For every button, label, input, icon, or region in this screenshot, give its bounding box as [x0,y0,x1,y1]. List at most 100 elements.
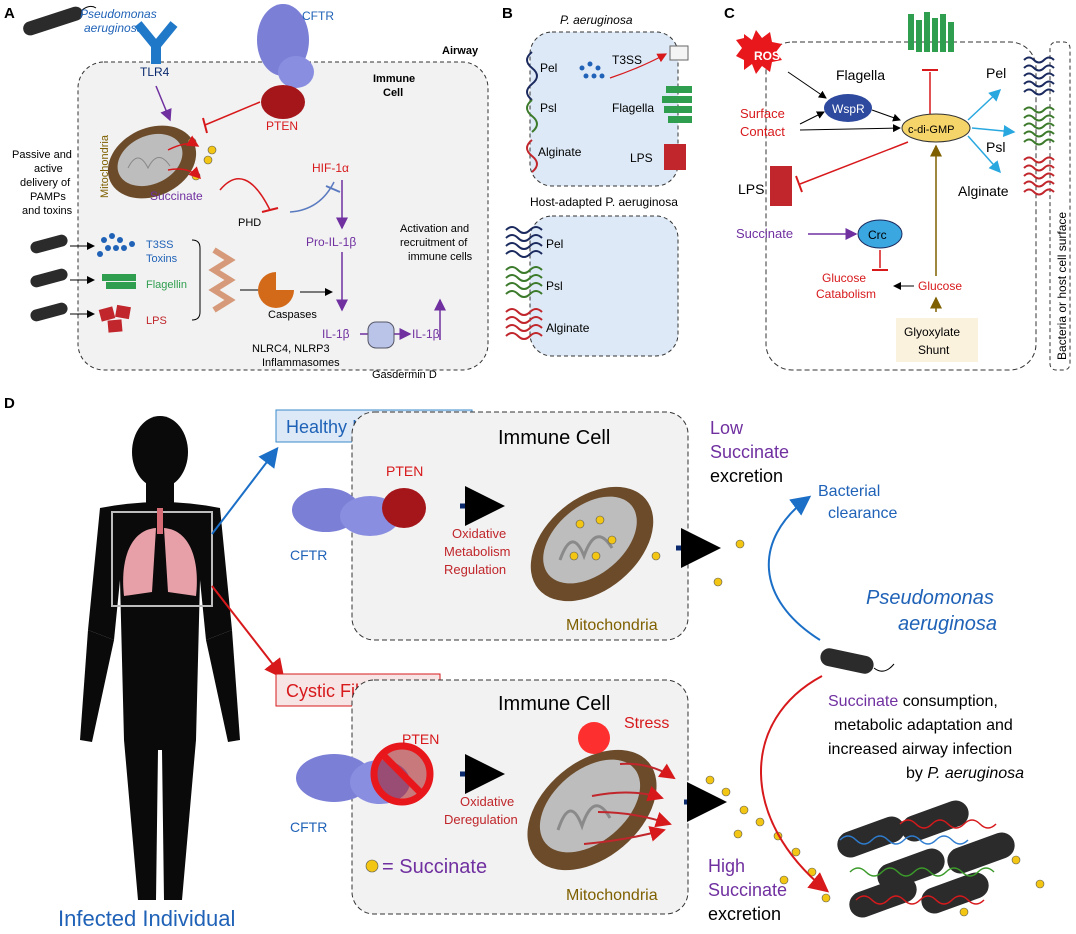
c-succinate: Succinate [736,226,793,241]
caspase-icon [258,272,294,308]
c-psl: Psl [986,139,1005,155]
clearance-arrow [767,495,821,641]
cftr-bottom: CFTR [290,819,327,835]
cftr-protein-top [292,488,400,536]
mito-release-arrow-1 [167,135,200,151]
inflammasomes-label-2: Inflammasomes [262,357,340,369]
tlr4-receptor-icon [134,21,178,64]
c-alginate: Alginate [958,183,1009,199]
t3ss-dots-icon [97,233,135,257]
pro-il-label: Pro-IL-1β [306,235,356,249]
b-title-top: P. aeruginosa [560,13,633,27]
wspr-cdigmp-arrow [871,109,901,122]
stress-burst-icon [578,722,610,754]
lungs-icon [123,508,197,596]
lps-icon-c [770,166,792,206]
glyoxylate-2: Shunt [918,343,950,357]
b-title-bottom: Host-adapted P. aeruginosa [530,195,678,209]
alginate-waves-c [1023,156,1055,196]
hif-label: HIF-1α [312,161,349,175]
pten-bottom: PTEN [402,731,439,747]
lps-icon-a [98,304,131,333]
pel-wave-b1 [526,51,538,101]
cf-release-arrows [583,762,676,845]
c-flagella: Flagella [836,67,885,83]
mitochondria-label-a: Mitochondria [99,134,111,198]
cdigmp-lps-inhibit [799,141,909,185]
il-outer-label: IL-1β [412,327,440,341]
passive-text-1: Passive and [12,149,72,161]
flagella-icon-b [662,86,692,123]
succinate-label-a: Succinate [150,189,203,203]
pten-inhibit-bar [202,117,208,134]
surface-contact-1: Surface [740,106,785,121]
b-pel-2: Pel [546,237,563,251]
cdigmp-node [901,113,971,143]
consumption-line-3: increased airway infection [828,741,1012,758]
ros-burst-icon [736,30,782,74]
activation-text-1: Activation and [400,223,469,235]
b-psl: Psl [540,101,557,115]
panel-d-label: D [4,395,15,412]
infection-arrow [760,675,830,893]
oxidative-bottom-2: Deregulation [444,812,518,827]
panel-a-label: A [4,5,15,22]
panel-c-label: C [724,5,735,22]
c-pel: Pel [986,65,1006,81]
crc-node [857,219,903,249]
immune-cell-label-a2: Cell [383,87,403,99]
tlr4-arrow [155,85,172,122]
low-succinate-2: Succinate [710,442,789,462]
phd-label: PHD [238,217,261,229]
b-lps: LPS [630,151,653,165]
pamp-bracket [191,239,201,321]
inflammasomes-label-1: NLRC4, NLRP3 [252,343,330,355]
mitochondria-top-icon [530,486,654,602]
passive-text-3: delivery of [20,177,71,189]
b-t3ss: T3SS [612,53,642,67]
glucose-catabolism-2: Catabolism [816,287,876,301]
tlr4-label: TLR4 [140,65,170,79]
no-pten-icon [370,742,434,806]
inflammasome-icon [208,247,236,313]
cftr-protein-icon [257,4,314,88]
flagella-icon-c [908,12,954,52]
surface-label-c: Bacteria or host cell surface [1055,212,1069,360]
pten-inhibit-line [204,101,261,126]
bacterium-box-b-top [529,31,679,187]
activation-text-3: immune cells [408,251,473,263]
biofilm-cluster-icon [837,800,1015,918]
psl-waves-b2 [505,266,543,298]
alginate-waves-b2 [505,308,543,340]
cf-arrow [211,585,285,680]
toxins-label-a: Toxins [146,253,178,265]
immune-cell-bottom: Immune Cell [498,693,610,715]
phd-hif-bar [325,185,341,193]
consumption-line-4: by P. aeruginosa [906,765,1024,782]
caspases-label: Caspases [268,309,317,321]
t3ss-label-a: T3SS [146,239,174,251]
pseudomonas-d-1: Pseudomonas [866,587,994,609]
cdigmp-psl-arrow [971,125,1016,137]
succinate-phd-bar [261,207,279,213]
ros-label: ROS [754,49,780,63]
mito-top: Mitochondria [566,617,658,634]
legend-label: = Succinate [382,856,487,878]
high-succinate-3: excretion [708,904,781,924]
passive-text-2: active [34,163,63,175]
ros-arrow [787,71,827,99]
high-succinate-2: Succinate [708,880,787,900]
oxidative-top-1: Oxidative [452,526,506,541]
infected-label: Infected Individual [58,906,235,931]
gasdermin-pore-icon [367,321,395,349]
pseudomonas-d-2: aeruginosa [898,613,997,635]
pseudomonas-label-a1: Pseudomonas [80,7,157,21]
airway-label: Airway [442,45,479,57]
succinate-dots-low [713,539,745,587]
glyoxylate-box [896,318,978,362]
glyoxylate-1: Glyoxylate [904,325,960,339]
mitochondria-icon-a [107,125,197,199]
pten-protein-icon [261,85,305,119]
by-species: P. aeruginosa [927,765,1024,782]
